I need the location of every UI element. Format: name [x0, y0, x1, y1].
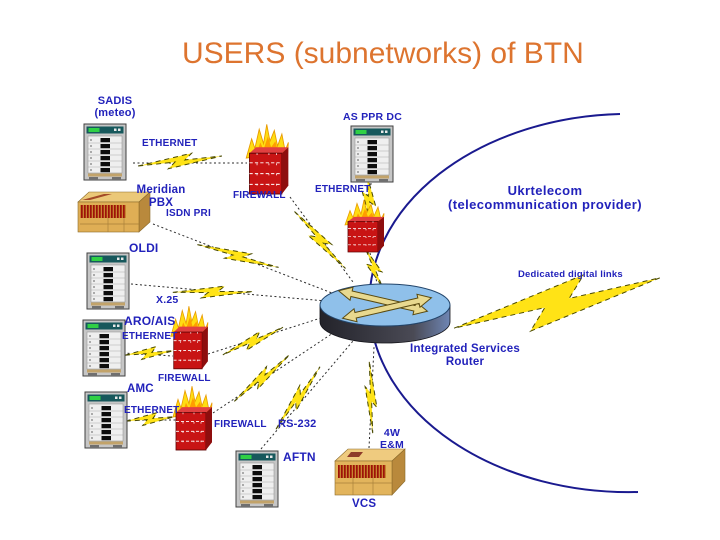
label-em: E&M [380, 439, 404, 451]
label-firewall-4: FIREWALL [214, 419, 267, 430]
label-x25: X.25 [156, 294, 179, 306]
server-icon-oldi [86, 252, 130, 310]
slide-title: USERS (subnetworks) of BTN [182, 37, 584, 70]
label-ethernet-aro: ETHERNET [122, 331, 178, 342]
link-vcs-router [362, 346, 380, 449]
server-icon-asppr [350, 125, 394, 183]
label-pbx: Meridian PBX [130, 184, 192, 209]
label-sadis-name: SADIS [97, 95, 133, 107]
router-icon [319, 283, 451, 344]
link-firewall2-router [362, 246, 386, 290]
label-amc: AMC [127, 383, 154, 395]
label-ethernet-sadis: ETHERNET [142, 138, 198, 149]
label-4w-em: 4W E&M [374, 427, 410, 451]
link-firewall4-router [212, 332, 334, 414]
link-firewall1-router [289, 196, 354, 283]
lightning-icon [137, 152, 223, 170]
label-rs232: RS-232 [278, 418, 317, 430]
label-pbx-name: Meridian [136, 184, 186, 196]
firewall-icon-2 [344, 199, 385, 253]
label-router-sub: Router [445, 355, 485, 368]
link-aro-firewall3 [122, 344, 174, 362]
label-isdn-pri: ISDN PRI [166, 208, 211, 219]
label-router: Integrated Services Router [394, 343, 536, 368]
server-icon-sadis [83, 123, 127, 181]
server-icon-aro [82, 319, 126, 377]
label-ukrtelecom: Ukrtelecom (telecommunication provider) [420, 184, 670, 211]
label-aftn: AFTN [283, 450, 316, 464]
label-oldi: OLDI [129, 241, 159, 255]
label-pbx-sub: PBX [148, 196, 174, 209]
label-ethernet-asppr: ETHERNET [315, 184, 371, 195]
firewall-icon-4 [172, 385, 213, 451]
label-sadis: SADIS (meteo) [82, 95, 148, 119]
vcs-icon [334, 448, 406, 496]
firewall-icon-1 [245, 123, 289, 195]
link-pbx-router [152, 223, 333, 294]
label-firewall-1: FIREWALL [233, 190, 286, 201]
label-aro-ais: ARO/AIS [124, 314, 176, 328]
link-asppr-firewall2 [359, 174, 379, 224]
link-aftn-router [260, 340, 354, 450]
label-firewall-3: FIREWALL [158, 373, 211, 384]
server-icon-aftn [235, 450, 279, 508]
label-ukrtelecom-sub: (telecommunication provider) [448, 196, 642, 212]
label-as-ppr-dc: AS PPR DC [343, 111, 402, 123]
label-4w: 4W [383, 427, 401, 439]
link-sadis-firewall [133, 152, 247, 170]
label-sadis-sub: (meteo) [94, 107, 136, 119]
server-icon-amc [84, 391, 128, 449]
link-firewall3-router [207, 316, 325, 358]
label-ukrtelecom-name: Ukrtelecom [507, 183, 583, 198]
label-router-name: Integrated Services [410, 343, 520, 355]
link-oldi-router [130, 281, 327, 303]
label-vcs: VCS [352, 498, 377, 510]
label-dedicated-links: Dedicated digital links [518, 269, 623, 280]
label-ethernet-amc: ETHERNET [124, 405, 180, 416]
